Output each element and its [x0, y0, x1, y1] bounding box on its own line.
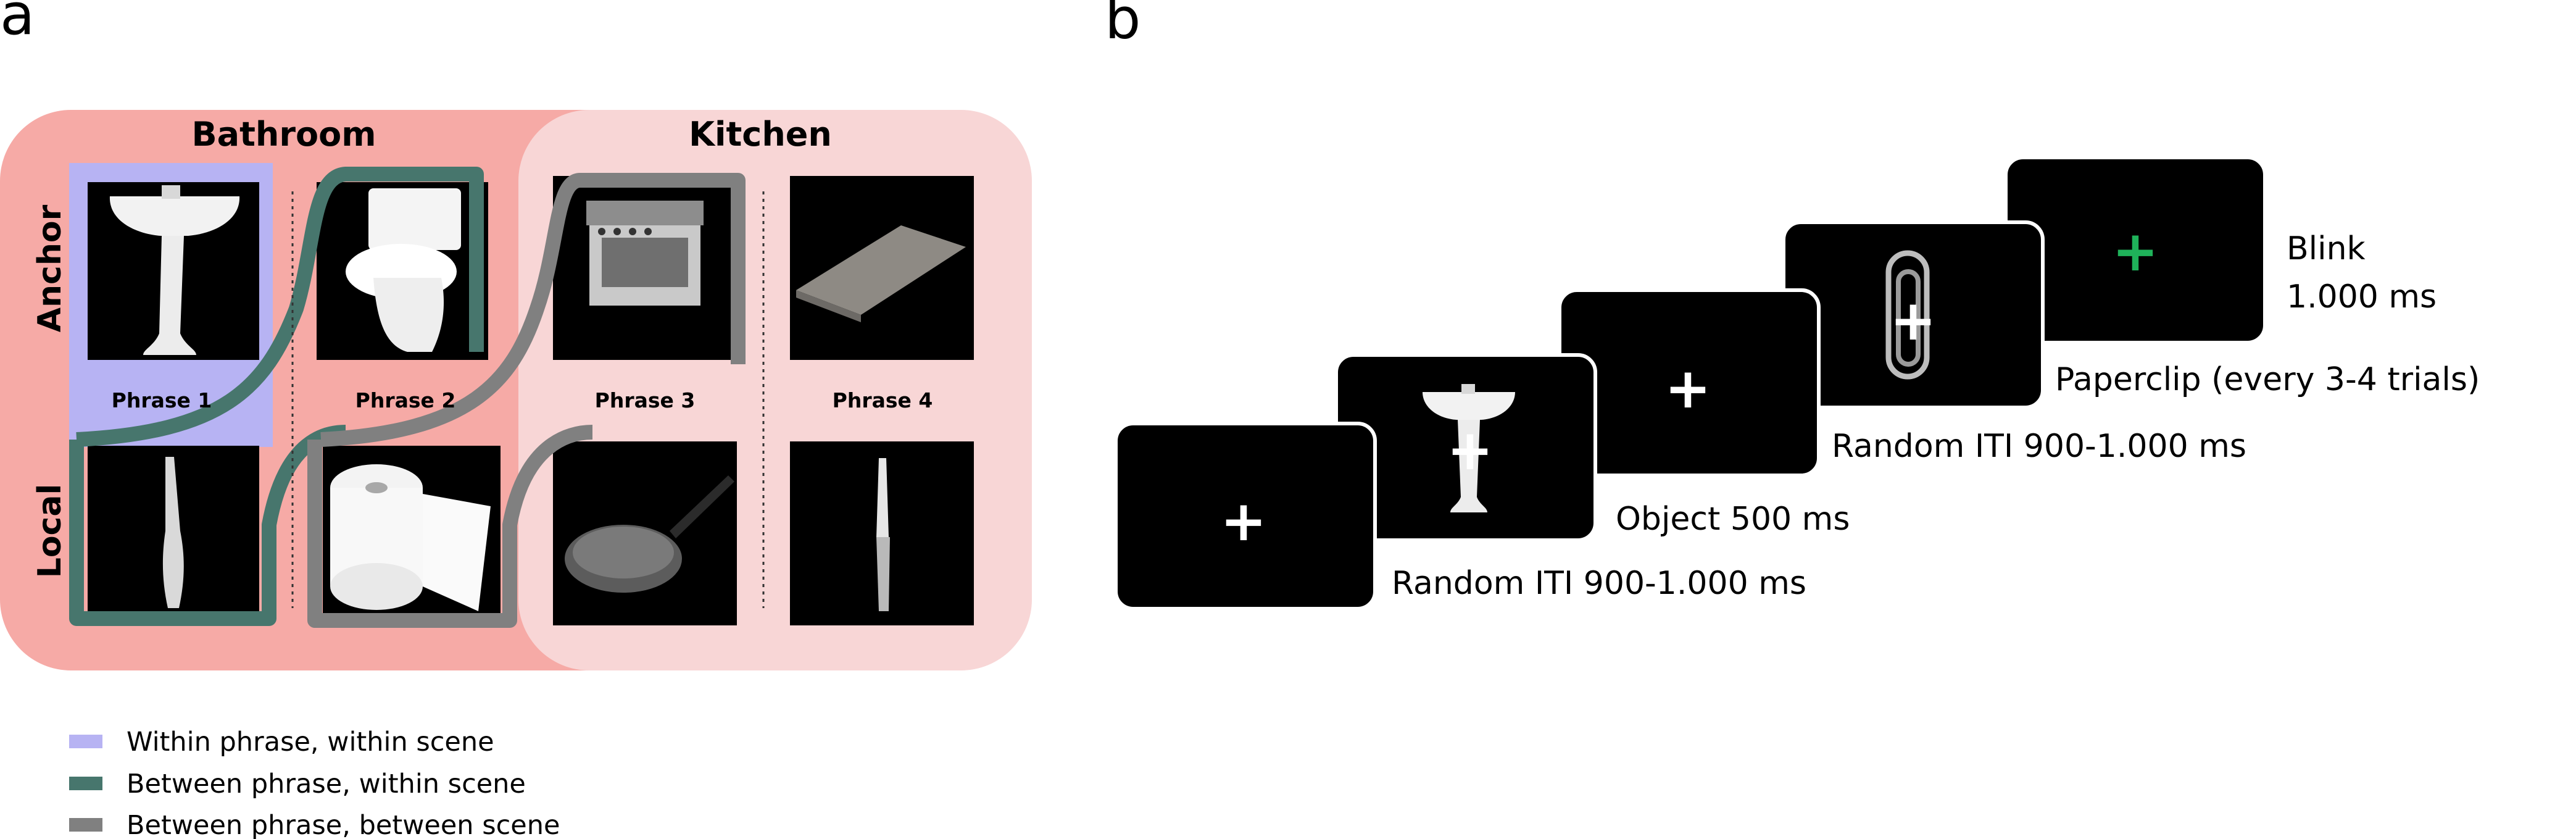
row-label-anchor: Anchor: [31, 204, 69, 332]
legend-label-between-phrase-within-scene: Between phrase, within scene: [127, 769, 526, 799]
row-label-local: Local: [31, 484, 69, 578]
knife-image: [876, 458, 890, 611]
scene-title-kitchen: Kitchen: [689, 115, 832, 154]
grey-connection-path-upper: [320, 173, 746, 447]
phrase-label-3: Phrase 3: [595, 388, 696, 412]
caption-iti-2: Random ITI 900-1.000 ms: [1832, 428, 2246, 465]
object-sink-image: [1423, 384, 1515, 512]
paperclip-image: [1885, 250, 1930, 380]
phrase-label-2: Phrase 2: [355, 388, 456, 412]
green-fixation-cross: +: [2112, 219, 2158, 284]
stove-image: [586, 201, 704, 306]
toilet-image: [346, 188, 461, 352]
caption-blink-duration: 1.000 ms: [2287, 278, 2437, 315]
phrase-label-4: Phrase 4: [833, 388, 933, 412]
scene-title-bathroom: Bathroom: [192, 115, 376, 154]
fixation-cross-paperclip: +: [1890, 288, 1936, 353]
legend-label-within-phrase: Within phrase, within scene: [127, 727, 494, 758]
sink-image: [109, 185, 240, 355]
caption-paperclip: Paperclip (every 3-4 trials): [2055, 361, 2480, 398]
caption-object: Object 500 ms: [1616, 501, 1850, 538]
panel-a-letter: a: [0, 0, 35, 48]
phrase-label-1: Phrase 1: [112, 388, 212, 412]
caption-blink: Blink: [2287, 230, 2366, 267]
grey-connection-path-lower: [307, 425, 593, 628]
caption-iti-1: Random ITI 900-1.000 ms: [1392, 565, 1806, 602]
screen-iti-1: [1114, 422, 1377, 611]
teal-connection-path-upper: [76, 167, 484, 447]
legend-swatch-within-phrase: [69, 735, 102, 748]
legend-label-between-scene: Between phrase, between scene: [127, 810, 560, 839]
fixation-cross-object: +: [1447, 418, 1493, 483]
fixation-cross-iti-1: +: [1220, 489, 1266, 554]
toothbrush-image: [162, 457, 184, 608]
fixation-cross-iti-2: +: [1664, 356, 1711, 421]
frying-pan-image: [565, 475, 734, 593]
toilet-paper-image: [330, 464, 491, 611]
legend-swatch-between-scene: [69, 818, 102, 832]
cutting-board-image: [796, 225, 966, 322]
legend-swatch-between-phrase-within-scene: [69, 777, 102, 790]
panel-b-letter: b: [1105, 0, 1141, 52]
